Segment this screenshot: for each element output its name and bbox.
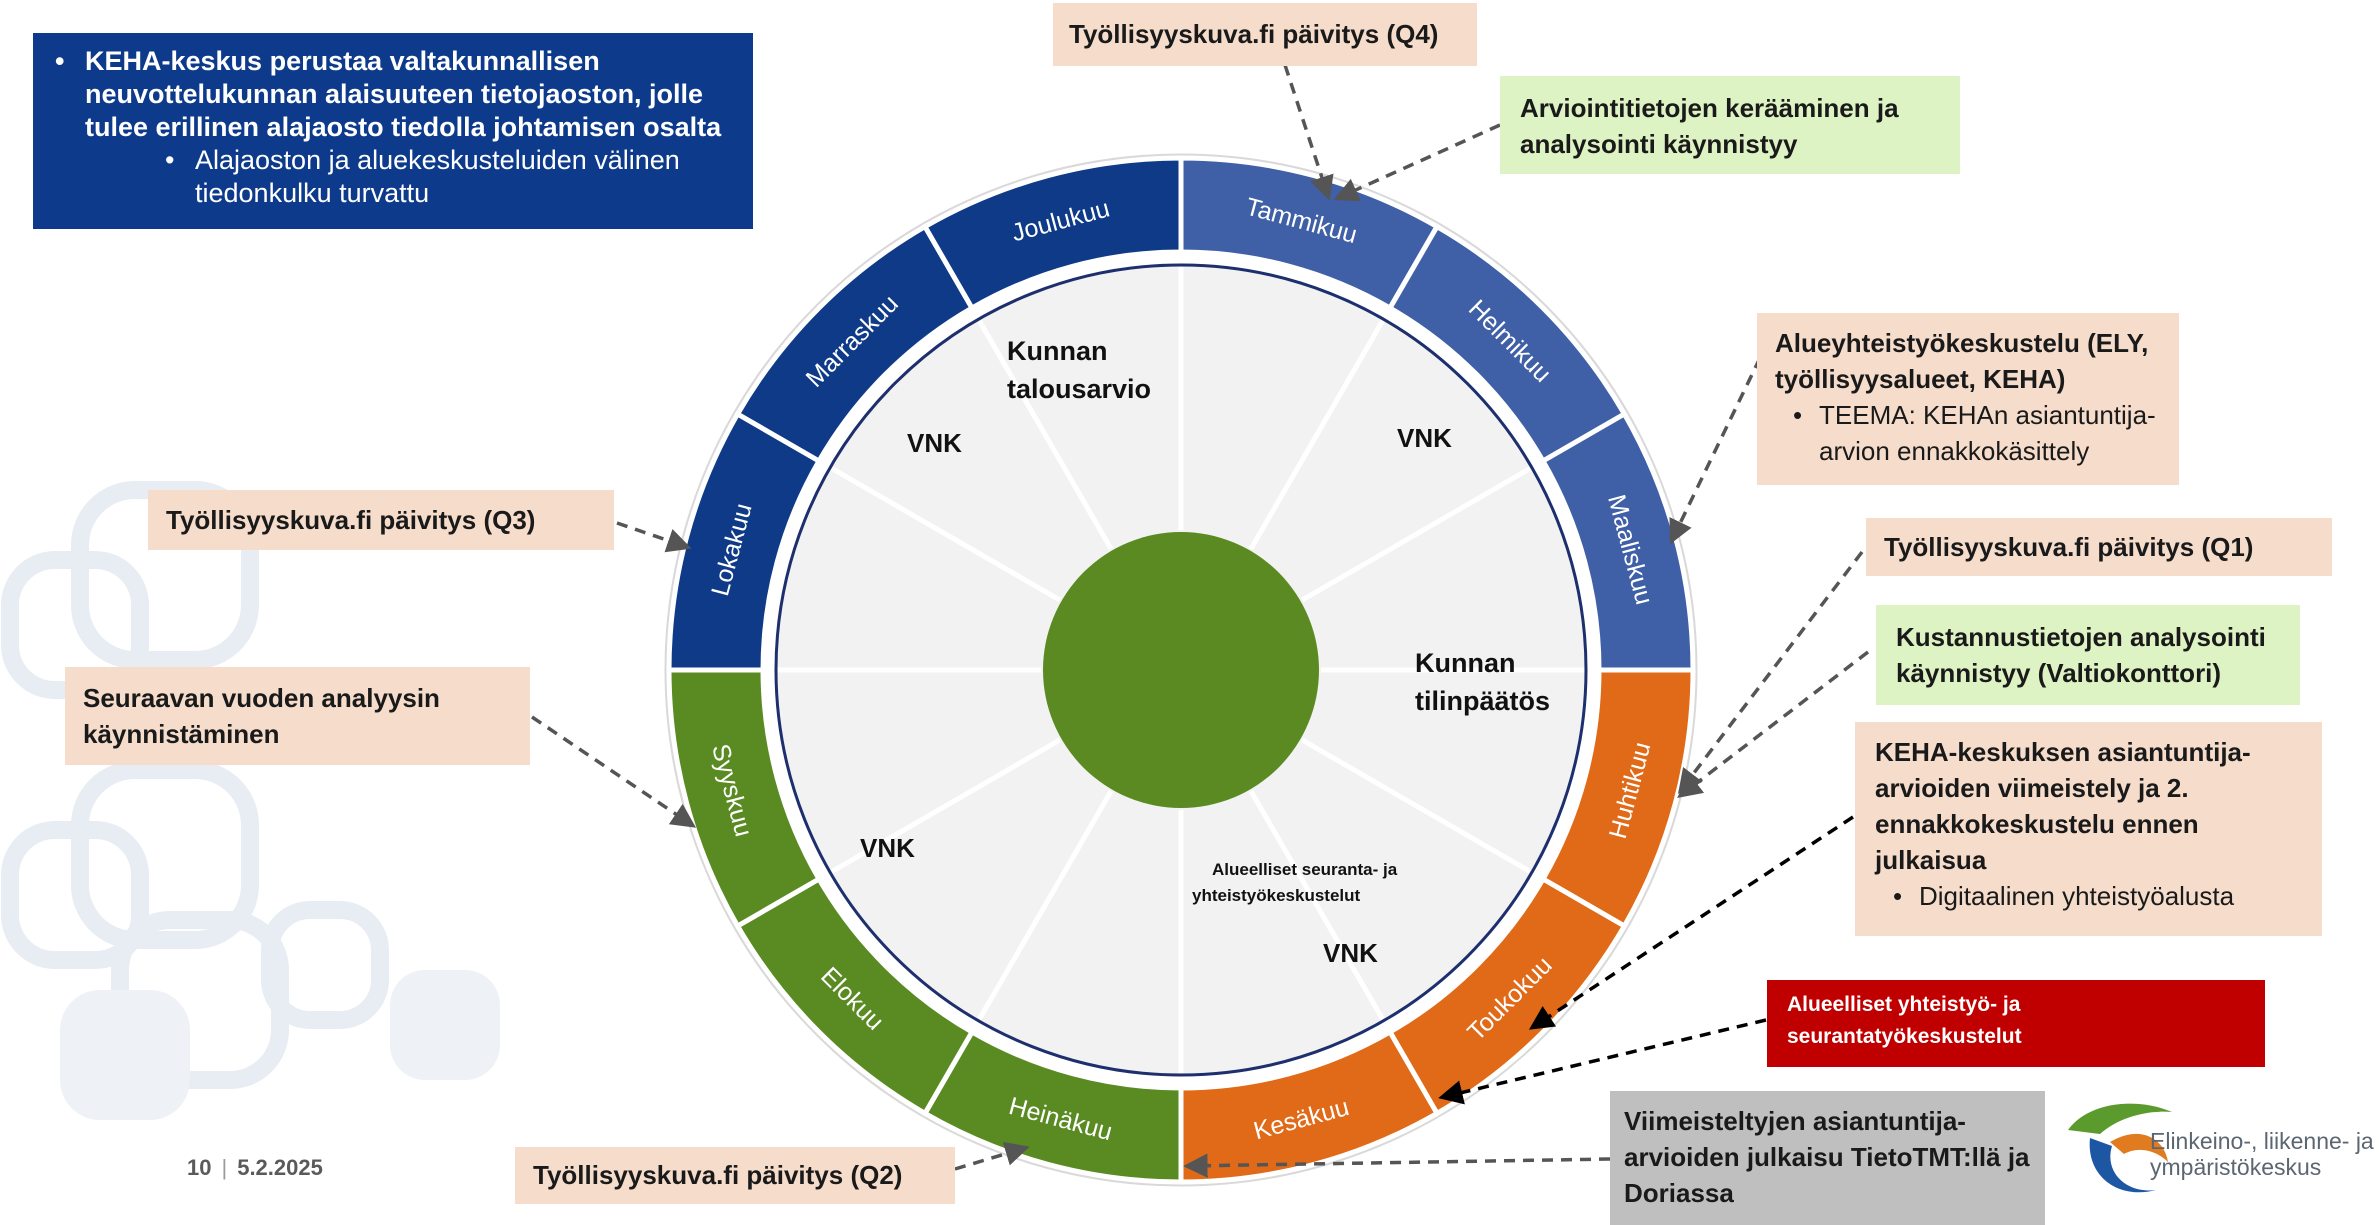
callout-q3: Työllisyyskuva.fi päivitys (Q3)	[148, 490, 614, 550]
month-segment-joulukuu	[921, 155, 1184, 312]
callout-viimeistellyt-text: Viimeisteltyjen asiantuntija-arvioiden j…	[1624, 1106, 2030, 1208]
slide-date: 5.2.2025	[237, 1155, 323, 1180]
month-divider	[1300, 737, 1532, 874]
callout-seuraavan: Seuraavan vuoden analyysin käynnistämine…	[65, 667, 530, 765]
month-divider	[1300, 466, 1532, 603]
top-left-note: •KEHA-keskus perustaa valtakunnallisen n…	[33, 33, 753, 229]
month-divider	[977, 789, 1114, 1021]
callout-q3-text: Työllisyyskuva.fi päivitys (Q3)	[166, 505, 536, 535]
month-divider	[1248, 789, 1385, 1021]
slide-footer: 10 | 5.2.2025	[187, 1155, 323, 1181]
callout-seuraavan-text: Seuraavan vuoden analyysin käynnistämine…	[83, 683, 440, 749]
bullet-dot: •	[55, 46, 65, 76]
callout-kustannus: Kustannustietojen analysointi käynnistyy…	[1876, 605, 2300, 705]
month-divider	[830, 466, 1062, 603]
month-divider	[830, 737, 1062, 874]
callout-alueelliset-red-text: Alueelliset yhteistyö- ja seurantatyökes…	[1787, 993, 2022, 1048]
vnk-label-top-left: VNK	[907, 428, 962, 458]
callout-arviointi: Arviointitietojen kerääminen ja analysoi…	[1500, 76, 1960, 174]
month-divider	[1248, 319, 1385, 551]
callout-alueelliset-red: Alueelliset yhteistyö- ja seurantatyökes…	[1767, 980, 2265, 1067]
month-dividers	[778, 267, 1584, 1073]
callout-keha-title: KEHA-keskuksen asiantuntija-arvioiden vi…	[1875, 737, 2251, 875]
center-circle	[1043, 532, 1319, 808]
background-decor-fill	[60, 970, 500, 1120]
note-main-text: KEHA-keskus perustaa valtakunnallisen ne…	[85, 46, 722, 142]
callout-kustannus-text: Kustannustietojen analysointi käynnistyy…	[1896, 622, 2266, 688]
callout-arviointi-text: Arviointitietojen kerääminen ja analysoi…	[1520, 93, 1899, 159]
bullet-dot: •	[165, 145, 175, 175]
note-sub-text: Alajaoston ja aluekeskusteluiden välinen…	[195, 145, 680, 208]
callout-alueyhteistyo: Alueyhteistyökeskustelu (ELY, työllisyys…	[1757, 313, 2179, 485]
vnk-label-bottom-right: VNK	[1323, 938, 1378, 968]
callout-q1-text: Työllisyyskuva.fi päivitys (Q1)	[1884, 532, 2254, 562]
callout-viimeistellyt: Viimeisteltyjen asiantuntija-arvioiden j…	[1610, 1091, 2045, 1225]
connector-arrows	[531, 64, 1870, 1178]
bullet-dot: •	[1793, 400, 1803, 430]
callout-q4-text: Työllisyyskuva.fi päivitys (Q4)	[1069, 19, 1439, 49]
bullet-dot: •	[1893, 881, 1903, 911]
footer-separator: |	[221, 1155, 228, 1180]
callout-alueyhteistyo-title: Alueyhteistyökeskustelu (ELY, työllisyys…	[1775, 328, 2149, 394]
page-number: 10	[187, 1155, 212, 1180]
vnk-label-top-right: VNK	[1397, 423, 1452, 453]
callout-q4: Työllisyyskuva.fi päivitys (Q4)	[1053, 3, 1477, 66]
vnk-label-bottom-left: VNK	[860, 833, 915, 863]
month-divider	[977, 319, 1114, 551]
month-ring	[666, 155, 1696, 1185]
ely-logo-icon	[2068, 1103, 2172, 1193]
callout-alueyhteistyo-bullet: TEEMA: KEHAn asiantuntija-arvion ennakko…	[1819, 400, 2156, 466]
logo-text: Elinkeino-, liikenne- ja ympäristökeskus	[2150, 1128, 2374, 1180]
callout-q2-text: Työllisyyskuva.fi päivitys (Q2)	[533, 1160, 903, 1190]
background-decor	[1, 481, 389, 1089]
callout-q1: Työllisyyskuva.fi päivitys (Q1)	[1866, 518, 2332, 576]
callout-keha: KEHA-keskuksen asiantuntija-arvioiden vi…	[1855, 722, 2322, 936]
callout-keha-bullet: Digitaalinen yhteistyöalusta	[1919, 881, 2235, 911]
callout-q2: Työllisyyskuva.fi päivitys (Q2)	[515, 1147, 955, 1204]
